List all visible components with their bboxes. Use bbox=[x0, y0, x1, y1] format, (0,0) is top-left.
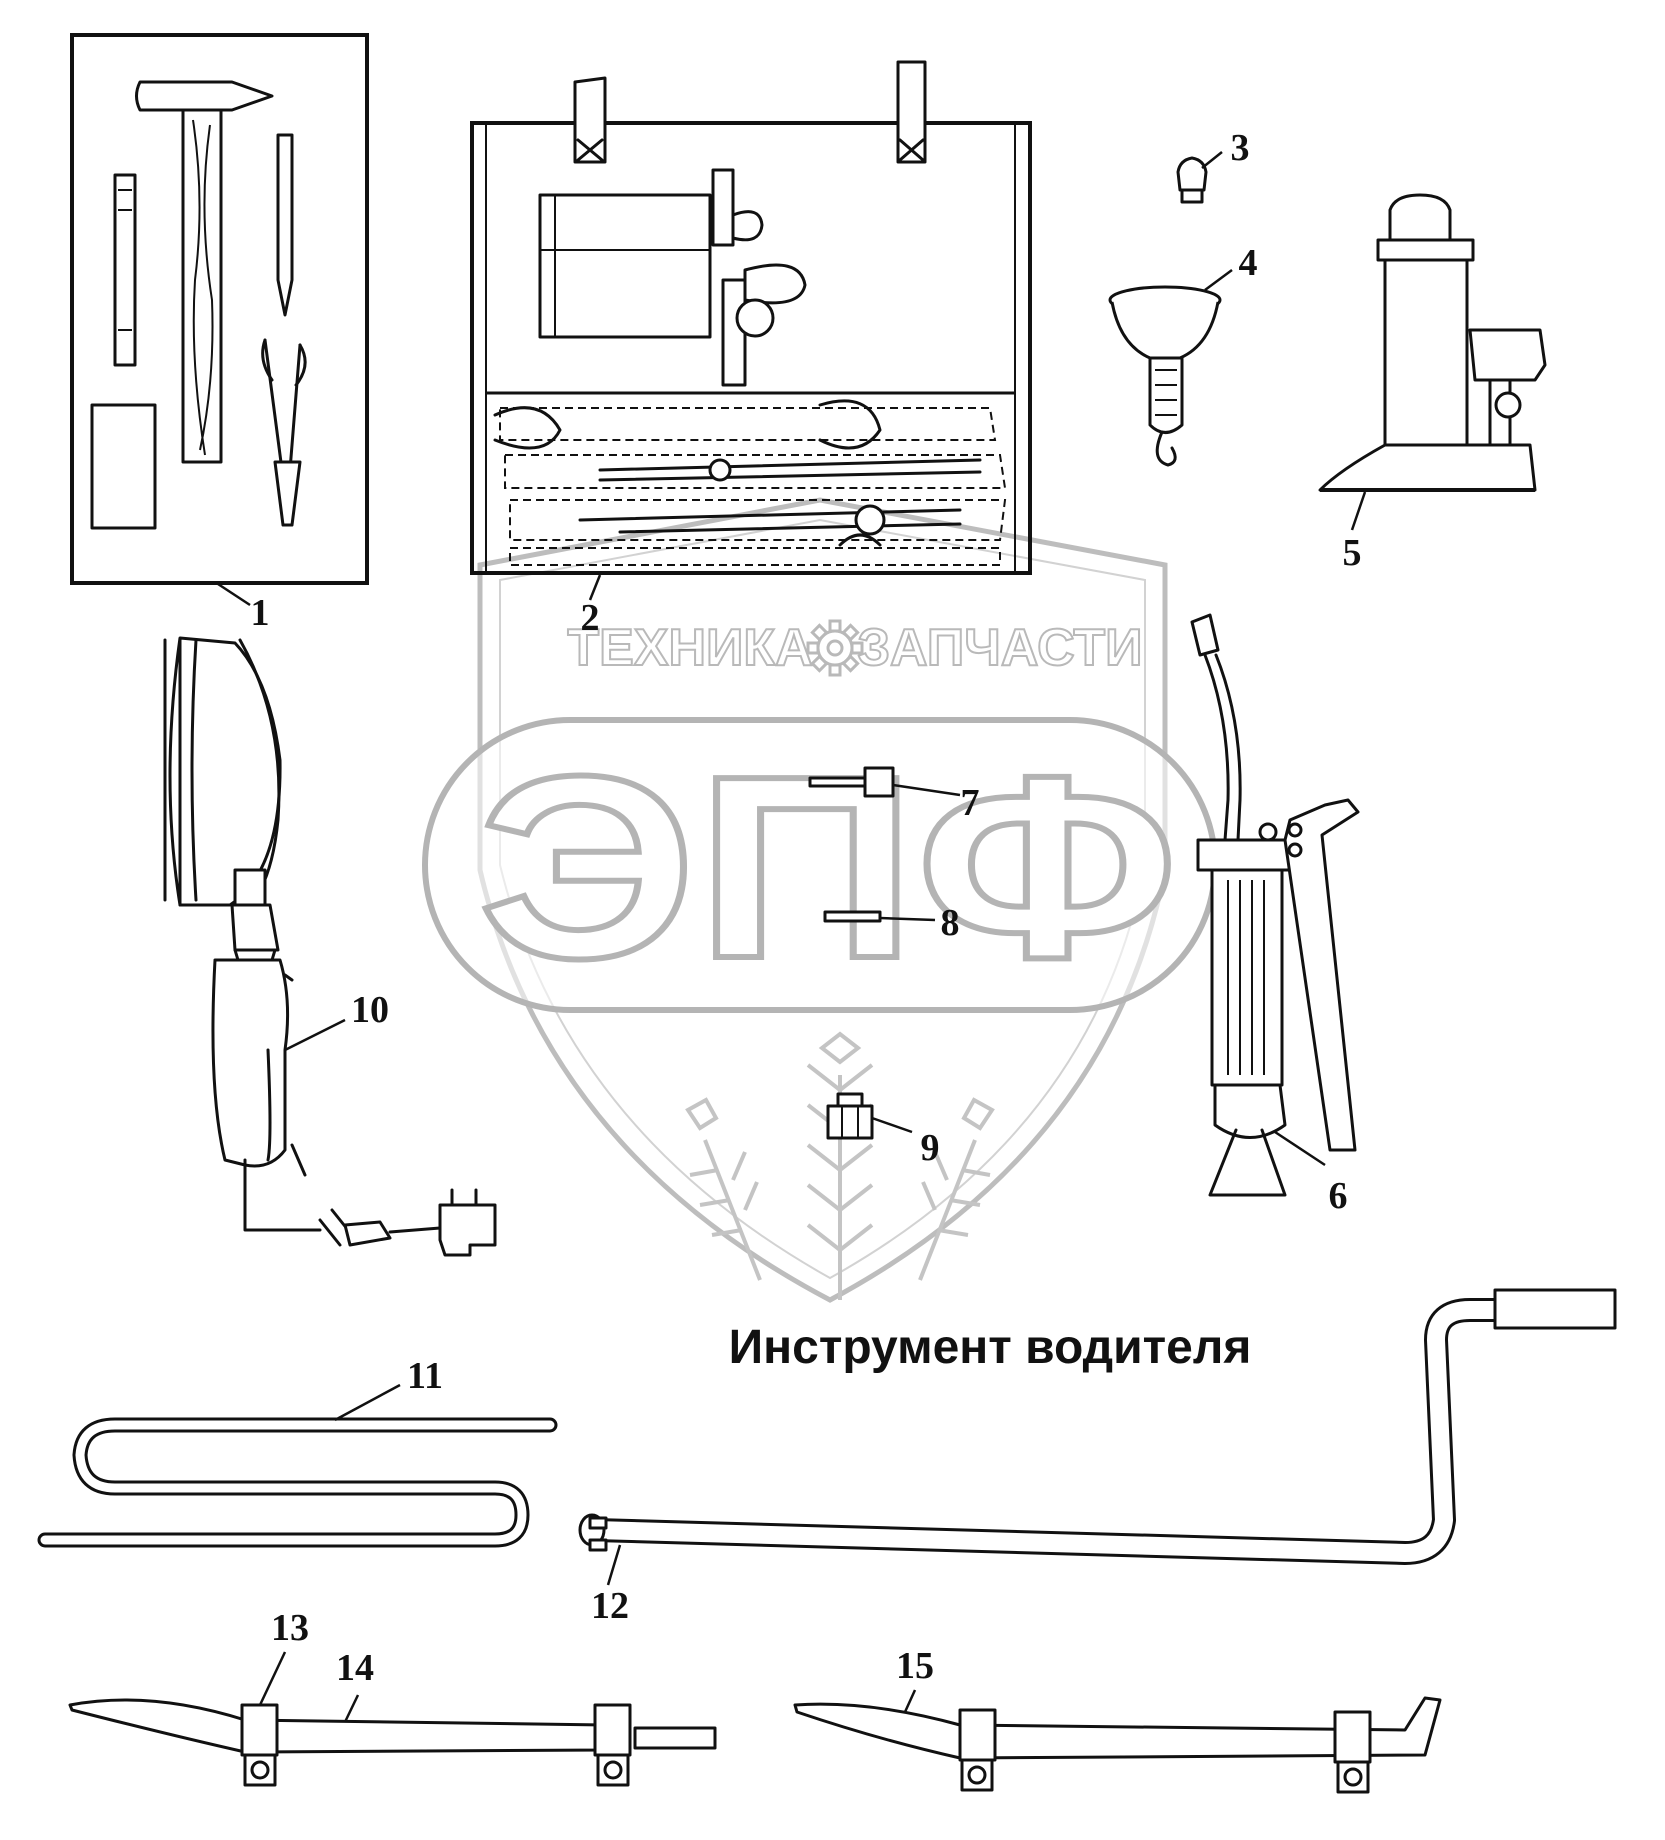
callout-12: 12 bbox=[591, 1585, 629, 1627]
callout-13: 13 bbox=[271, 1607, 309, 1649]
watermark-wheat-icon bbox=[685, 1031, 995, 1300]
callout-15: 15 bbox=[896, 1645, 934, 1687]
tyre-lever-left bbox=[68, 1698, 717, 1787]
tool-bag bbox=[470, 60, 1032, 575]
jack-handle bbox=[578, 1288, 1617, 1565]
tool-board bbox=[70, 33, 369, 585]
callout-1: 1 bbox=[251, 592, 270, 634]
hydraulic-jack bbox=[1318, 193, 1547, 492]
lamp-bulb bbox=[1176, 156, 1208, 204]
inspection-lamp bbox=[163, 636, 497, 1257]
callout-8: 8 bbox=[941, 902, 960, 944]
callout-2: 2 bbox=[581, 597, 600, 639]
callout-9: 9 bbox=[921, 1127, 940, 1169]
callout-7: 7 bbox=[961, 782, 980, 824]
callout-4: 4 bbox=[1239, 242, 1258, 284]
callout-3: 3 bbox=[1231, 127, 1250, 169]
callout-11: 11 bbox=[407, 1355, 443, 1397]
nut-9 bbox=[826, 1092, 874, 1140]
key-8 bbox=[823, 910, 882, 923]
bent-rod bbox=[37, 1417, 558, 1548]
callout-10: 10 bbox=[351, 989, 389, 1031]
callout-6: 6 bbox=[1329, 1175, 1348, 1217]
callout-14: 14 bbox=[336, 1647, 374, 1689]
diagram-title: Инструмент водителя bbox=[729, 1321, 1252, 1374]
tyre-lever-right bbox=[793, 1696, 1442, 1794]
gear-icon bbox=[806, 619, 864, 677]
funnel bbox=[1108, 285, 1222, 467]
watermark-right-word: ЗАПЧАСТИ bbox=[857, 619, 1142, 677]
watermark: ТЕХНИКА ЗАПЧАСТИ ЭПФ bbox=[422, 497, 1218, 1303]
grease-gun bbox=[1190, 613, 1360, 1197]
pin-7 bbox=[808, 766, 895, 798]
watermark-left-word: ТЕХНИКА bbox=[567, 619, 812, 677]
watermark-logo: ЭПФ bbox=[478, 723, 1178, 1013]
callout-5: 5 bbox=[1343, 532, 1362, 574]
